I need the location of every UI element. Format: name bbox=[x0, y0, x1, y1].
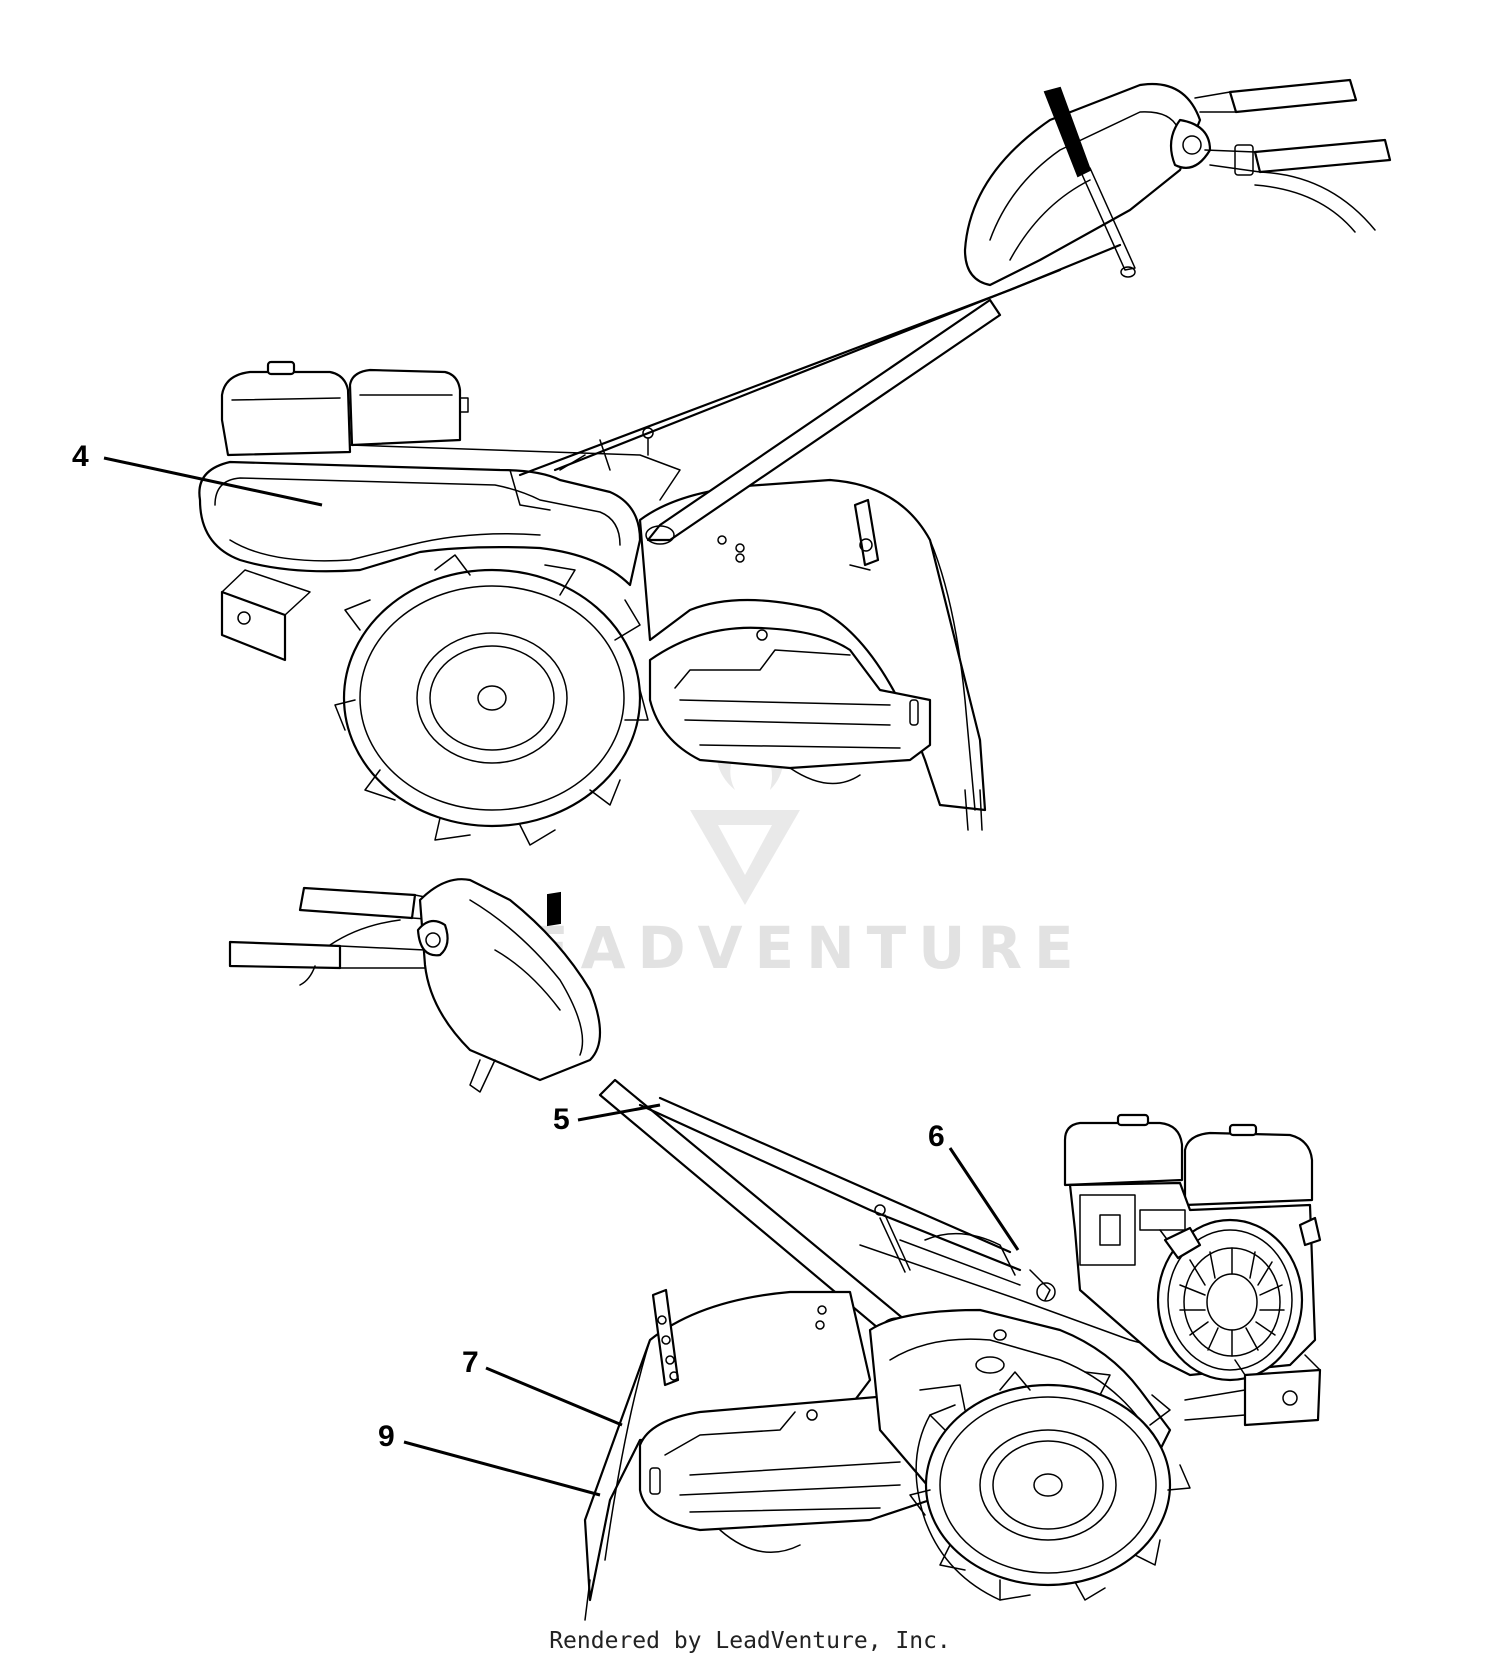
leader-line-4 bbox=[103, 456, 323, 507]
callout-5: 5 bbox=[553, 1103, 570, 1136]
callout-7: 7 bbox=[462, 1346, 479, 1379]
watermark-logo: LEADVENTURE bbox=[480, 700, 1086, 982]
watermark-text: LEADVENTURE bbox=[480, 914, 1086, 982]
callout-6: 6 bbox=[928, 1120, 945, 1153]
leader-line-9 bbox=[403, 1440, 601, 1497]
footer-credit: Rendered by LeadVenture, Inc. bbox=[549, 1628, 951, 1654]
callout-9: 9 bbox=[378, 1420, 395, 1453]
leader-lines bbox=[103, 456, 1020, 1497]
tiller-view-bottom bbox=[228, 878, 1322, 1621]
leader-line-7 bbox=[485, 1366, 623, 1427]
tiller-view-top bbox=[198, 78, 1392, 846]
callout-4: 4 bbox=[72, 440, 89, 473]
leader-line-6 bbox=[948, 1147, 1020, 1251]
leader-line-5 bbox=[577, 1103, 661, 1122]
callout-labels: 4 5 6 7 9 bbox=[72, 440, 945, 1453]
